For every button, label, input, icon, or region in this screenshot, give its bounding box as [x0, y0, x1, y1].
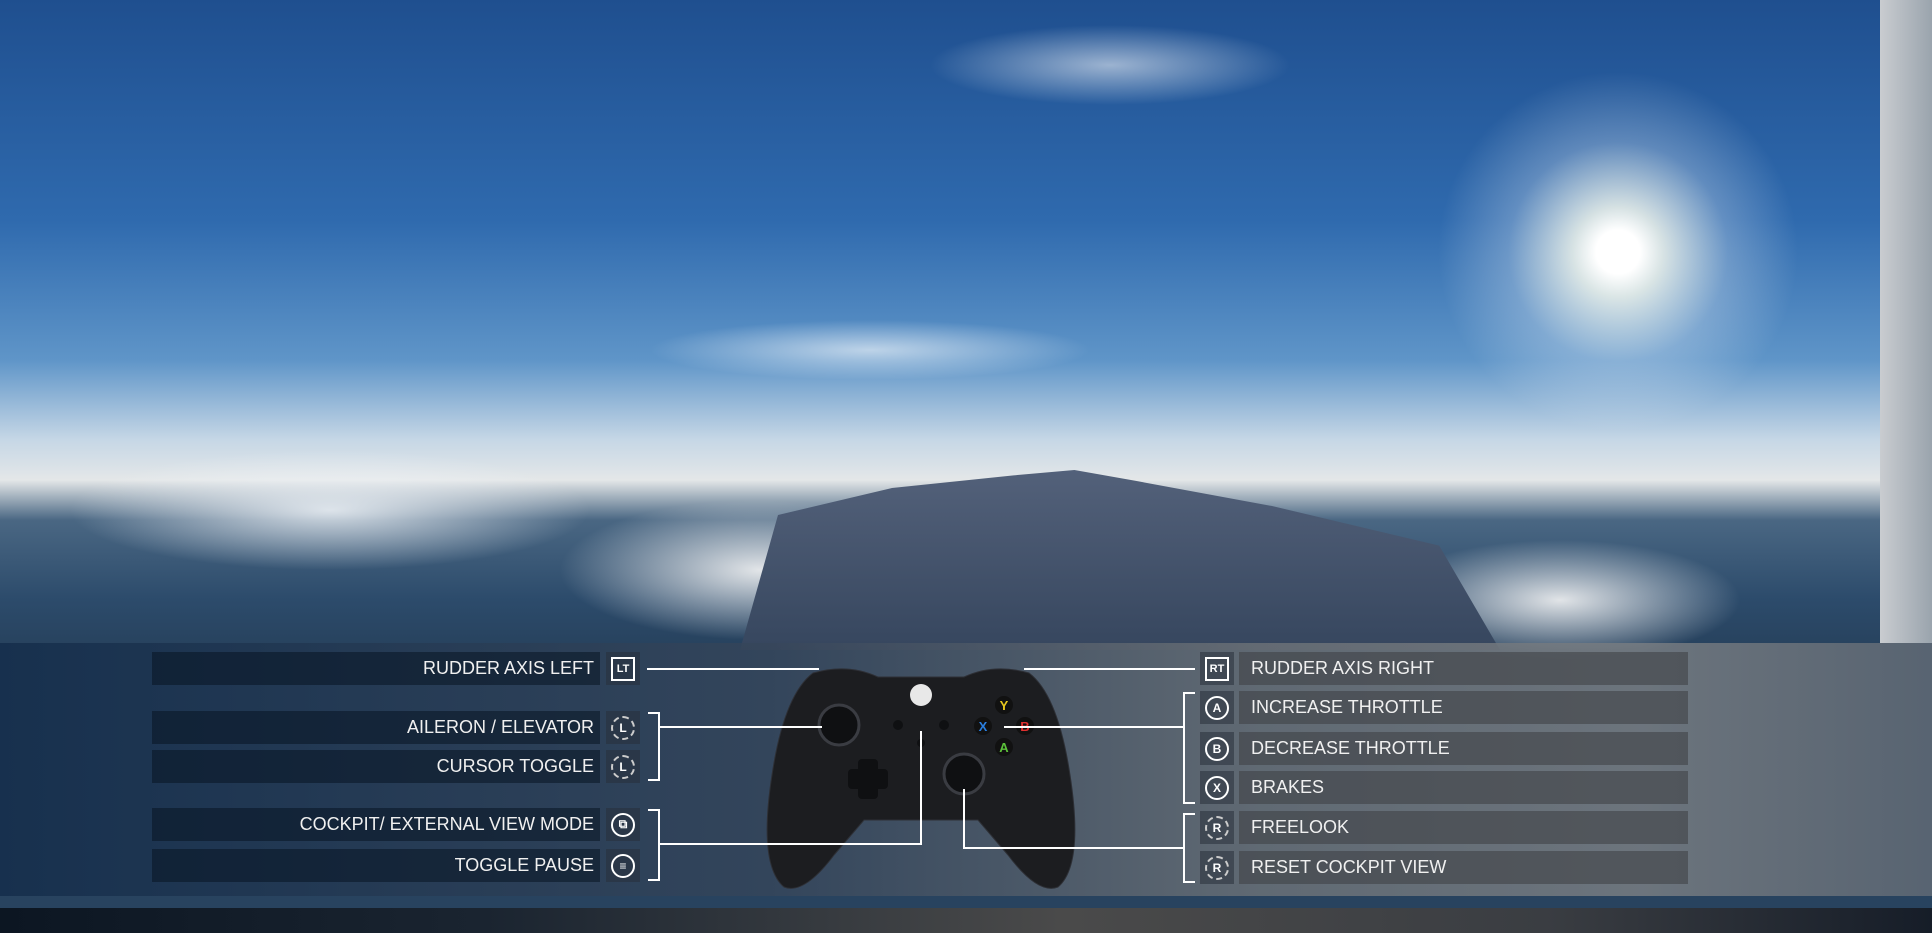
y-button: Y [1000, 698, 1009, 713]
a-button: A [999, 740, 1009, 755]
right-stick [942, 752, 986, 796]
right-edge-strip [1880, 0, 1932, 643]
menu-button-icon: ≡ [606, 849, 640, 882]
binding-brakes: BRAKES [1239, 771, 1688, 804]
binding-increase-throttle: INCREASE THROTTLE [1239, 691, 1688, 724]
xbox-logo-icon [910, 684, 932, 706]
view-button-icon: ⧉ [606, 808, 640, 841]
left-stick-press-icon: L [606, 750, 640, 783]
a-button-icon: A [1200, 691, 1234, 724]
left-stick [817, 703, 861, 747]
binding-toggle-pause: TOGGLE PAUSE [152, 849, 600, 882]
binding-aileron-elevator: AILERON / ELEVATOR [152, 711, 600, 744]
dpad [848, 769, 888, 789]
lt-icon: LT [606, 652, 640, 685]
x-button: X [979, 719, 988, 734]
binding-view-mode: COCKPIT/ EXTERNAL VIEW MODE [152, 808, 600, 841]
right-stick-press-icon: R [1200, 851, 1234, 884]
binding-cursor-toggle: CURSOR TOGGLE [152, 750, 600, 783]
x-button-icon: X [1200, 771, 1234, 804]
binding-freelook: FREELOOK [1239, 811, 1688, 844]
binding-rudder-axis-right: RUDDER AXIS RIGHT [1239, 652, 1688, 685]
b-button-icon: B [1200, 732, 1234, 765]
left-stick-icon: L [606, 711, 640, 744]
rt-icon: RT [1200, 652, 1234, 685]
binding-rudder-axis-left: RUDDER AXIS LEFT [152, 652, 600, 685]
binding-decrease-throttle: DECREASE THROTTLE [1239, 732, 1688, 765]
bottom-bar [0, 908, 1932, 933]
right-stick-icon: R [1200, 811, 1234, 844]
binding-reset-cockpit-view: RESET COCKPIT VIEW [1239, 851, 1688, 884]
